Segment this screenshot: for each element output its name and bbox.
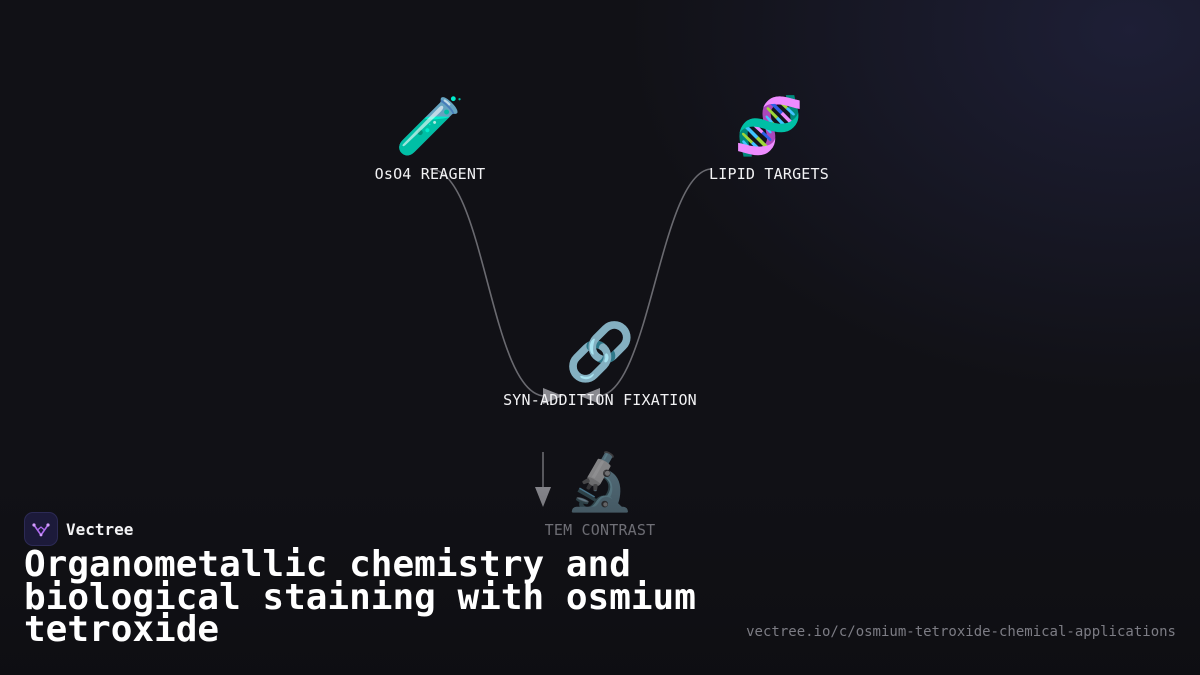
edge-lipid-arrowhead bbox=[580, 388, 600, 404]
node-tem-contrast[interactable]: 🔬 TEM CONTRAST bbox=[544, 450, 656, 540]
link-icon: 🔗 bbox=[565, 320, 635, 385]
brand-name: Vectree bbox=[66, 519, 134, 539]
node-oso4-reagent[interactable]: 🧪 OsO4 REAGENT bbox=[374, 94, 486, 184]
node-label: TEM CONTRAST bbox=[544, 521, 656, 539]
node-label: SYN-ADDITION FIXATION bbox=[503, 391, 697, 409]
edge-fixation-arrowhead bbox=[535, 487, 551, 507]
source-url[interactable]: vectree.io/c/osmium-tetroxide-chemical-a… bbox=[746, 624, 1176, 640]
dna-icon: 🧬 bbox=[734, 94, 804, 159]
node-syn-addition-fixation[interactable]: 🔗 SYN-ADDITION FIXATION bbox=[503, 320, 697, 410]
test-tube-icon: 🧪 bbox=[395, 94, 465, 159]
node-label: LIPID TARGETS bbox=[709, 165, 829, 183]
vectree-logo-icon bbox=[24, 512, 58, 546]
microscope-icon: 🔬 bbox=[565, 450, 635, 515]
page-title: Organometallic chemistry and biological … bbox=[24, 544, 696, 650]
node-lipid-targets[interactable]: 🧬 LIPID TARGETS bbox=[709, 94, 829, 184]
edge-lipid-to-fixation bbox=[597, 168, 713, 397]
edge-oso4-arrowhead bbox=[543, 388, 563, 404]
brand[interactable]: Vectree bbox=[24, 512, 133, 546]
node-label: OsO4 REAGENT bbox=[374, 165, 486, 183]
edge-oso4-to-fixation bbox=[429, 168, 546, 397]
